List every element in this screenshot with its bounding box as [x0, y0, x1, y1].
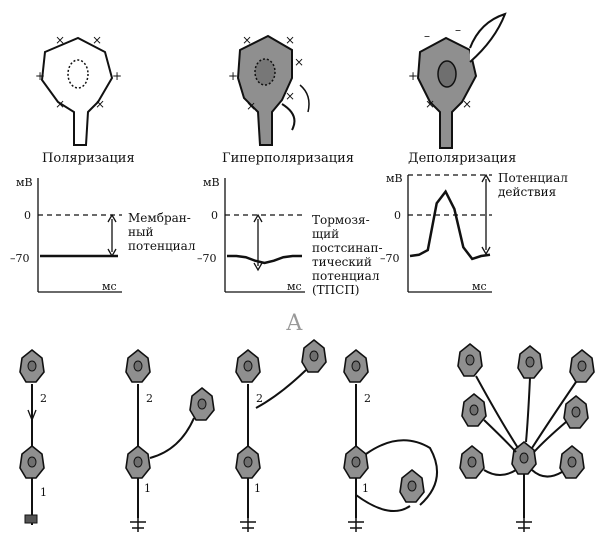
- circuit-5: [457, 343, 595, 533]
- sign-minus: –: [424, 29, 430, 43]
- svg-text:тический: тический: [312, 255, 372, 269]
- svg-text:1: 1: [362, 482, 369, 495]
- graph-2-tick-zero: 0: [211, 209, 218, 222]
- sign-plus: +: [112, 69, 122, 83]
- graph-2-tick-rest: –70: [197, 252, 217, 265]
- title-hyperpolarization: Гиперполяризация: [222, 151, 354, 166]
- sign-plus: +: [408, 69, 418, 83]
- circuit-2: 2 1: [125, 349, 215, 533]
- graph-3-potential-line: [409, 189, 491, 261]
- graph-1-axes: [37, 178, 122, 293]
- svg-text:потенциал: потенциал: [312, 269, 380, 283]
- sign-cross: ×: [95, 97, 105, 111]
- sign-cross: ×: [294, 55, 304, 69]
- svg-text:1: 1: [40, 486, 47, 499]
- graph-2-axes: [224, 178, 305, 293]
- svg-text:2: 2: [40, 392, 47, 405]
- svg-text:2: 2: [256, 392, 263, 405]
- graph-3-axes: [407, 173, 492, 293]
- circuit-1: 2 1: [19, 349, 47, 525]
- title-depolarization: Деполяризация: [408, 151, 516, 166]
- svg-text:Тормозя-: Тормозя-: [312, 213, 370, 227]
- circuit-4: 2 1: [343, 349, 438, 533]
- svg-text:2: 2: [146, 392, 153, 405]
- graph-1-tick-rest: –70: [10, 252, 30, 265]
- svg-text:(ТПСП): (ТПСП): [312, 283, 359, 297]
- graph-1-xlabel: мс: [102, 280, 117, 293]
- sign-minus: –: [455, 23, 461, 37]
- svg-text:2: 2: [364, 392, 371, 405]
- neuron-depolarized: – – + × ×: [408, 12, 507, 149]
- sign-cross: ×: [425, 97, 435, 111]
- sign-cross: ×: [246, 99, 256, 113]
- graph-3-tick-rest: –70: [380, 252, 400, 265]
- ipsp-label: Тормозя- щий постсинап- тический потенци…: [312, 213, 383, 297]
- graph-2-xlabel: мс: [287, 280, 302, 293]
- sign-plus: +: [35, 69, 45, 83]
- circuit-3: 2 1: [235, 339, 327, 533]
- svg-text:потенциал: потенциал: [128, 239, 196, 253]
- sign-cross: ×: [242, 33, 252, 47]
- membrane-potential-label: Мембран- ный потенциал: [128, 211, 196, 253]
- svg-text:щий: щий: [312, 227, 339, 241]
- svg-text:1: 1: [144, 482, 151, 495]
- graph-1-ylabel: мВ: [16, 176, 33, 189]
- sign-cross: ×: [462, 97, 472, 111]
- neuron-hyperpolarized: × × + × × ×: [228, 33, 310, 146]
- graph-1-tick-zero: 0: [24, 209, 31, 222]
- sign-cross: ×: [92, 33, 102, 47]
- panel-letter: А: [286, 311, 303, 336]
- svg-text:Потенциал: Потенциал: [498, 171, 568, 185]
- graph-3-xlabel: мс: [472, 280, 487, 293]
- graph-3-tick-zero: 0: [394, 209, 401, 222]
- sign-cross: ×: [285, 33, 295, 47]
- svg-text:1: 1: [254, 482, 261, 495]
- graph-3-ylabel: мВ: [386, 172, 403, 185]
- title-polarization: Поляризация: [42, 151, 135, 166]
- graph-2-potential-line: [227, 254, 302, 265]
- neuron-polarized: × × + + × ×: [35, 33, 122, 146]
- action-potential-label: Потенциал действия: [498, 171, 568, 199]
- sign-cross: ×: [285, 89, 295, 103]
- svg-text:постсинап-: постсинап-: [312, 241, 383, 255]
- graph-2-ylabel: мВ: [203, 176, 220, 189]
- sign-cross: ×: [55, 97, 65, 111]
- sign-plus: +: [228, 69, 238, 83]
- svg-text:ный: ный: [128, 225, 154, 239]
- svg-text:действия: действия: [498, 185, 556, 199]
- svg-text:Мембран-: Мембран-: [128, 211, 191, 225]
- sign-cross: ×: [55, 33, 65, 47]
